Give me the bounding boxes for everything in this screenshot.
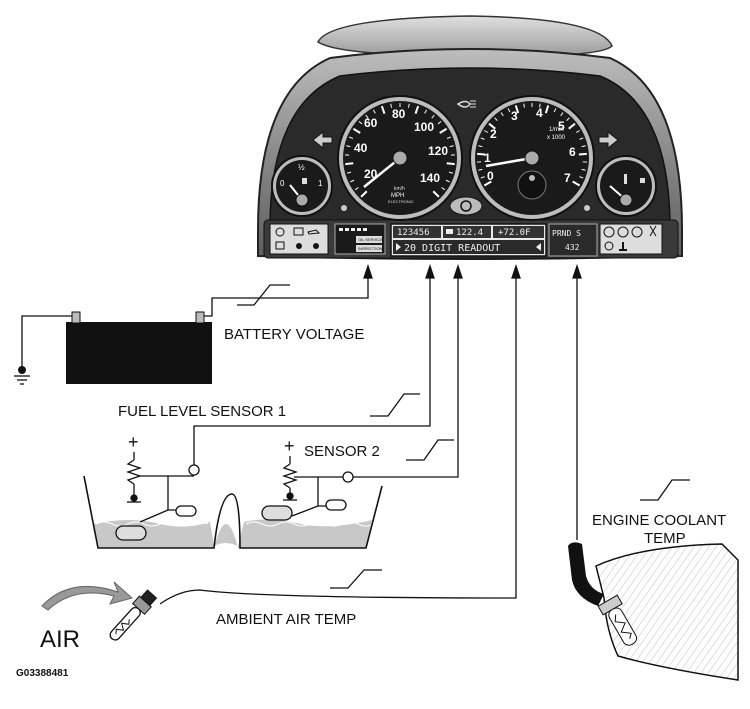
speedometer-label-140: 140: [420, 171, 440, 185]
tachometer-tick: [524, 104, 525, 108]
battery-wire: [204, 276, 368, 316]
ambient-arrow: [512, 266, 520, 278]
speedometer: 20 40 60 80 100 120 140 km/h MPH ELECTRO…: [338, 96, 462, 220]
instrument-cluster: 20 40 60 80 100 120 140 km/h MPH ELECTRO…: [258, 16, 682, 259]
battery-arrow: [364, 266, 372, 278]
speedometer-sub-units: km/h: [394, 186, 405, 192]
speedometer-tick: [409, 104, 410, 108]
battery-terminal-positive: [196, 312, 204, 323]
ambient-air-temp-label: AMBIENT AIR TEMP: [216, 611, 356, 628]
speedometer-tick: [447, 163, 455, 164]
fuel-sensor2-signal-symbol: [406, 440, 454, 460]
battery-signal-symbol: [237, 285, 290, 305]
speedometer-label-120: 120: [428, 144, 448, 158]
oil-service-label: OIL SERVICE: [358, 237, 383, 242]
fuel-sensor1-signal-symbol: [370, 394, 420, 416]
fuel-gauge: 0 ½ 1: [272, 156, 332, 216]
air-flow-arrow: [42, 582, 132, 610]
speedometer-label-60: 60: [364, 116, 378, 130]
inspection-label: INSPECTION: [358, 246, 383, 251]
tachometer-hub: [525, 151, 539, 165]
speedometer-label-40: 40: [354, 141, 368, 155]
speedometer-brand: ELECTRONIC: [388, 199, 414, 204]
fuel-mark-empty: 0: [280, 179, 285, 188]
tachometer-label-6: 6: [569, 145, 576, 159]
engine-coolant-temp-label: TEMP: [644, 530, 686, 547]
battery: [14, 312, 212, 384]
fuel-sensor2-node: [343, 472, 353, 482]
fuel-hub: [296, 194, 308, 206]
tachometer: 0 1 2 3 4 5 6 7 1/min x 1000: [470, 96, 594, 220]
speedometer-tick: [345, 163, 353, 164]
coolant-signal-symbol: [640, 480, 690, 500]
right-warning-lights: [600, 224, 662, 254]
air-label: AIR: [40, 626, 80, 654]
fuel-sensor2-float: [262, 506, 292, 520]
trip-car-icon: [446, 229, 453, 234]
coolant-warning-icon: [313, 243, 319, 249]
speedo-indicator-dot: [341, 205, 347, 211]
gear-display: PRND S 432: [549, 224, 597, 256]
battery-voltage-label: BATTERY VOLTAGE: [224, 326, 364, 343]
speedometer-hub: [393, 151, 407, 165]
tachometer-label-4: 4: [536, 106, 543, 120]
ground-symbol-icon: [14, 376, 30, 384]
readout-text: 20 DIGIT READOUT: [404, 243, 500, 254]
gear-sub-positions: 432: [565, 243, 580, 252]
tachometer-label-0: 0: [487, 169, 494, 183]
fuel-sensor2-resistor: [284, 464, 296, 488]
trip-value: 122.4: [456, 228, 483, 238]
thermometer-icon: [624, 174, 627, 184]
fuel-mark-full: 1: [318, 179, 323, 188]
tachometer-label-1: 1: [484, 151, 491, 165]
fuel-mark-half: ½: [298, 163, 305, 172]
service-indicator: OIL SERVICE INSPECTION: [335, 224, 385, 254]
tachometer-tick: [579, 154, 587, 155]
fuel-sensor2-plus: +: [284, 436, 295, 456]
tachometer-multiplier: x 1000: [547, 135, 566, 141]
center-warning-light-icon: [450, 197, 482, 215]
battery-terminal-negative: [72, 312, 80, 323]
engine-block: [568, 542, 738, 680]
coolant-red-zone: [640, 178, 645, 183]
ground-node: [18, 366, 26, 374]
left-warning-lights: [270, 224, 328, 254]
gear-positions: PRND S: [552, 229, 581, 238]
tachometer-label-3: 3: [511, 109, 518, 123]
tacho-indicator-dot: [584, 205, 590, 211]
fuel-sensor1-node: [189, 465, 199, 475]
fuel-sensor2-arrow: [454, 266, 462, 278]
odometer-value: 123456: [397, 228, 430, 238]
ground-wire: [22, 316, 72, 372]
connection-lines: [160, 266, 690, 604]
speedometer-label-100: 100: [414, 120, 434, 134]
tachometer-label-7: 7: [564, 171, 571, 185]
speedometer-label-80: 80: [392, 107, 406, 121]
fuel-sensor1-plus: +: [128, 432, 139, 452]
coolant-gauge: [596, 156, 656, 216]
fuel-sensor1-float: [116, 526, 146, 540]
fuel-pump-icon: [302, 178, 307, 184]
coolant-arrow: [573, 266, 581, 278]
fuel-sensor1-resistor: [128, 460, 140, 484]
fuel-sensor1-arrow: [426, 266, 434, 278]
lcd-readout: 123456 122.4 +72.0F 20 DIGIT READOUT: [391, 224, 546, 256]
temperature-value: +72.0F: [498, 228, 531, 238]
battery-body: [66, 322, 212, 384]
check-engine-icon: [296, 243, 302, 249]
engine-coolant-label: ENGINE COOLANT: [592, 512, 726, 529]
tachometer-units: 1/min: [549, 127, 564, 133]
fuel-sensor1-wire: [194, 276, 430, 470]
fuel-level-sensor1-label: FUEL LEVEL SENSOR 1: [118, 403, 286, 420]
figure-code: G03388481: [16, 668, 68, 679]
economy-hub: [529, 175, 535, 181]
ambient-signal-symbol: [330, 570, 382, 588]
coolant-hub: [620, 194, 632, 206]
tachometer-label-2: 2: [490, 127, 497, 141]
sensor2-label: SENSOR 2: [304, 443, 380, 460]
